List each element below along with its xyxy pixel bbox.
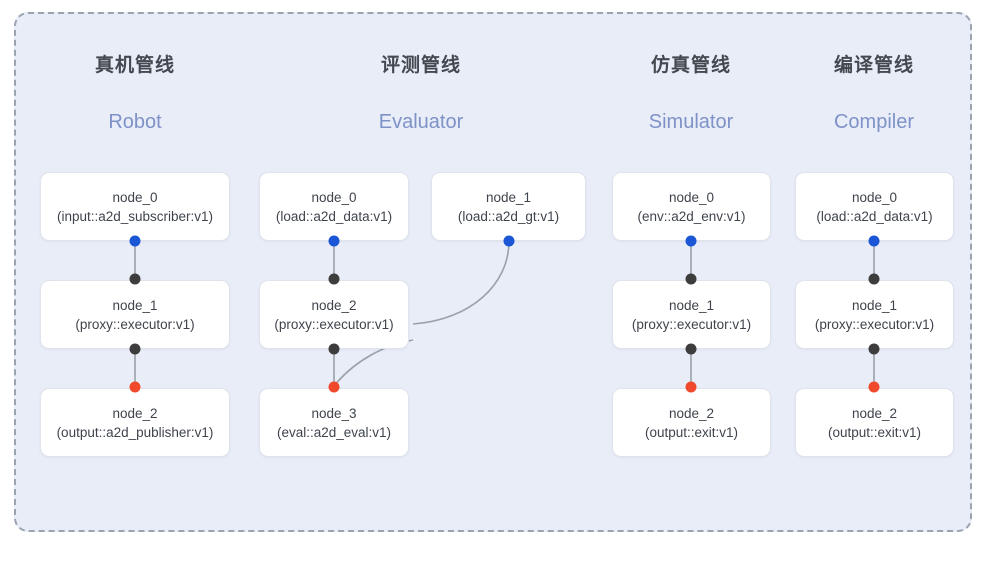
column-evaluator: 评测管线 Evaluator <box>321 50 521 134</box>
node-label-name: node_2 <box>668 405 715 421</box>
node-label-name: node_1 <box>112 297 158 313</box>
port-input-compiler-2[interactable] <box>868 381 880 393</box>
node-label-type: (load::a2d_data:v1) <box>275 208 393 224</box>
port-output-robot-1[interactable] <box>129 343 141 355</box>
node-label-type: (eval::a2d_eval:v1) <box>276 424 392 440</box>
port-input-evaluator-2[interactable] <box>328 273 340 285</box>
port-input-robot-2[interactable] <box>129 381 141 393</box>
node-compiler-0[interactable]: node_0 (load::a2d_data:v1) <box>795 172 954 241</box>
port-output-evaluator-2[interactable] <box>328 343 340 355</box>
column-compiler: 编译管线 Compiler <box>774 50 974 134</box>
node-label-type: (output::exit:v1) <box>827 424 922 440</box>
node-label-name: node_3 <box>311 405 357 421</box>
node-label-name: node_0 <box>851 189 898 205</box>
node-evaluator-0[interactable]: node_0 (load::a2d_data:v1) <box>259 172 409 241</box>
node-label-name: node_2 <box>311 297 357 313</box>
column-title-cn-simulator: 仿真管线 <box>650 55 731 76</box>
node-label-name: node_0 <box>311 189 357 205</box>
column-simulator: 仿真管线 Simulator <box>591 50 791 134</box>
column-title-en-evaluator: Evaluator <box>378 111 464 133</box>
column-title-en-simulator: Simulator <box>648 111 734 133</box>
port-output-simulator-0[interactable] <box>685 235 697 247</box>
port-output-compiler-1[interactable] <box>868 343 880 355</box>
node-simulator-2[interactable]: node_2 (output::exit:v1) <box>612 388 771 457</box>
port-output-simulator-1[interactable] <box>685 343 697 355</box>
node-robot-0[interactable]: node_0 (input::a2d_subscriber:v1) <box>40 172 230 241</box>
node-label-type: (input::a2d_subscriber:v1) <box>56 208 214 224</box>
port-input-compiler-1[interactable] <box>868 273 880 285</box>
node-label-name: node_1 <box>485 189 532 205</box>
port-output-robot-0[interactable] <box>129 235 141 247</box>
node-simulator-1[interactable]: node_1 (proxy::executor:v1) <box>612 280 771 349</box>
node-evaluator-1[interactable]: node_1 (load::a2d_gt:v1) <box>431 172 586 241</box>
column-title-cn-compiler: 编译管线 <box>833 55 914 76</box>
node-evaluator-2[interactable]: node_2 (proxy::executor:v1) <box>259 280 409 349</box>
column-title-cn-evaluator: 评测管线 <box>380 55 461 76</box>
port-output-evaluator-0[interactable] <box>328 235 340 247</box>
port-input-simulator-2[interactable] <box>685 381 697 393</box>
column-title-cn-robot: 真机管线 <box>94 55 175 76</box>
node-simulator-0[interactable]: node_0 (env::a2d_env:v1) <box>612 172 771 241</box>
node-label-name: node_2 <box>851 405 898 421</box>
node-label-type: (proxy::executor:v1) <box>274 316 394 332</box>
node-label-name: node_0 <box>112 189 158 205</box>
node-label-type: (output::exit:v1) <box>644 424 739 440</box>
node-label-type: (load::a2d_gt:v1) <box>457 208 560 224</box>
column-robot: 真机管线 Robot <box>35 50 235 134</box>
node-label-type: (load::a2d_data:v1) <box>816 208 933 224</box>
port-input-simulator-1[interactable] <box>685 273 697 285</box>
node-label-type: (proxy::executor:v1) <box>631 316 752 332</box>
node-label-name: node_2 <box>112 405 158 421</box>
column-title-en-compiler: Compiler <box>833 111 915 133</box>
port-output-compiler-0[interactable] <box>868 235 880 247</box>
node-label-type: (proxy::executor:v1) <box>75 316 195 332</box>
port-input-robot-1[interactable] <box>129 273 141 285</box>
node-label-name: node_1 <box>851 297 898 313</box>
node-label-name: node_0 <box>668 189 715 205</box>
node-label-type: (output::a2d_publisher:v1) <box>56 424 214 440</box>
port-output-evaluator-1[interactable] <box>503 235 515 247</box>
column-title-en-robot: Robot <box>108 111 162 133</box>
node-robot-1[interactable]: node_1 (proxy::executor:v1) <box>40 280 230 349</box>
node-label-name: node_1 <box>668 297 715 313</box>
port-input-evaluator-3[interactable] <box>328 381 340 393</box>
node-robot-2[interactable]: node_2 (output::a2d_publisher:v1) <box>40 388 230 457</box>
node-label-type: (env::a2d_env:v1) <box>637 208 746 224</box>
node-evaluator-3[interactable]: node_3 (eval::a2d_eval:v1) <box>259 388 409 457</box>
node-compiler-1[interactable]: node_1 (proxy::executor:v1) <box>795 280 954 349</box>
node-label-type: (proxy::executor:v1) <box>814 316 935 332</box>
node-compiler-2[interactable]: node_2 (output::exit:v1) <box>795 388 954 457</box>
